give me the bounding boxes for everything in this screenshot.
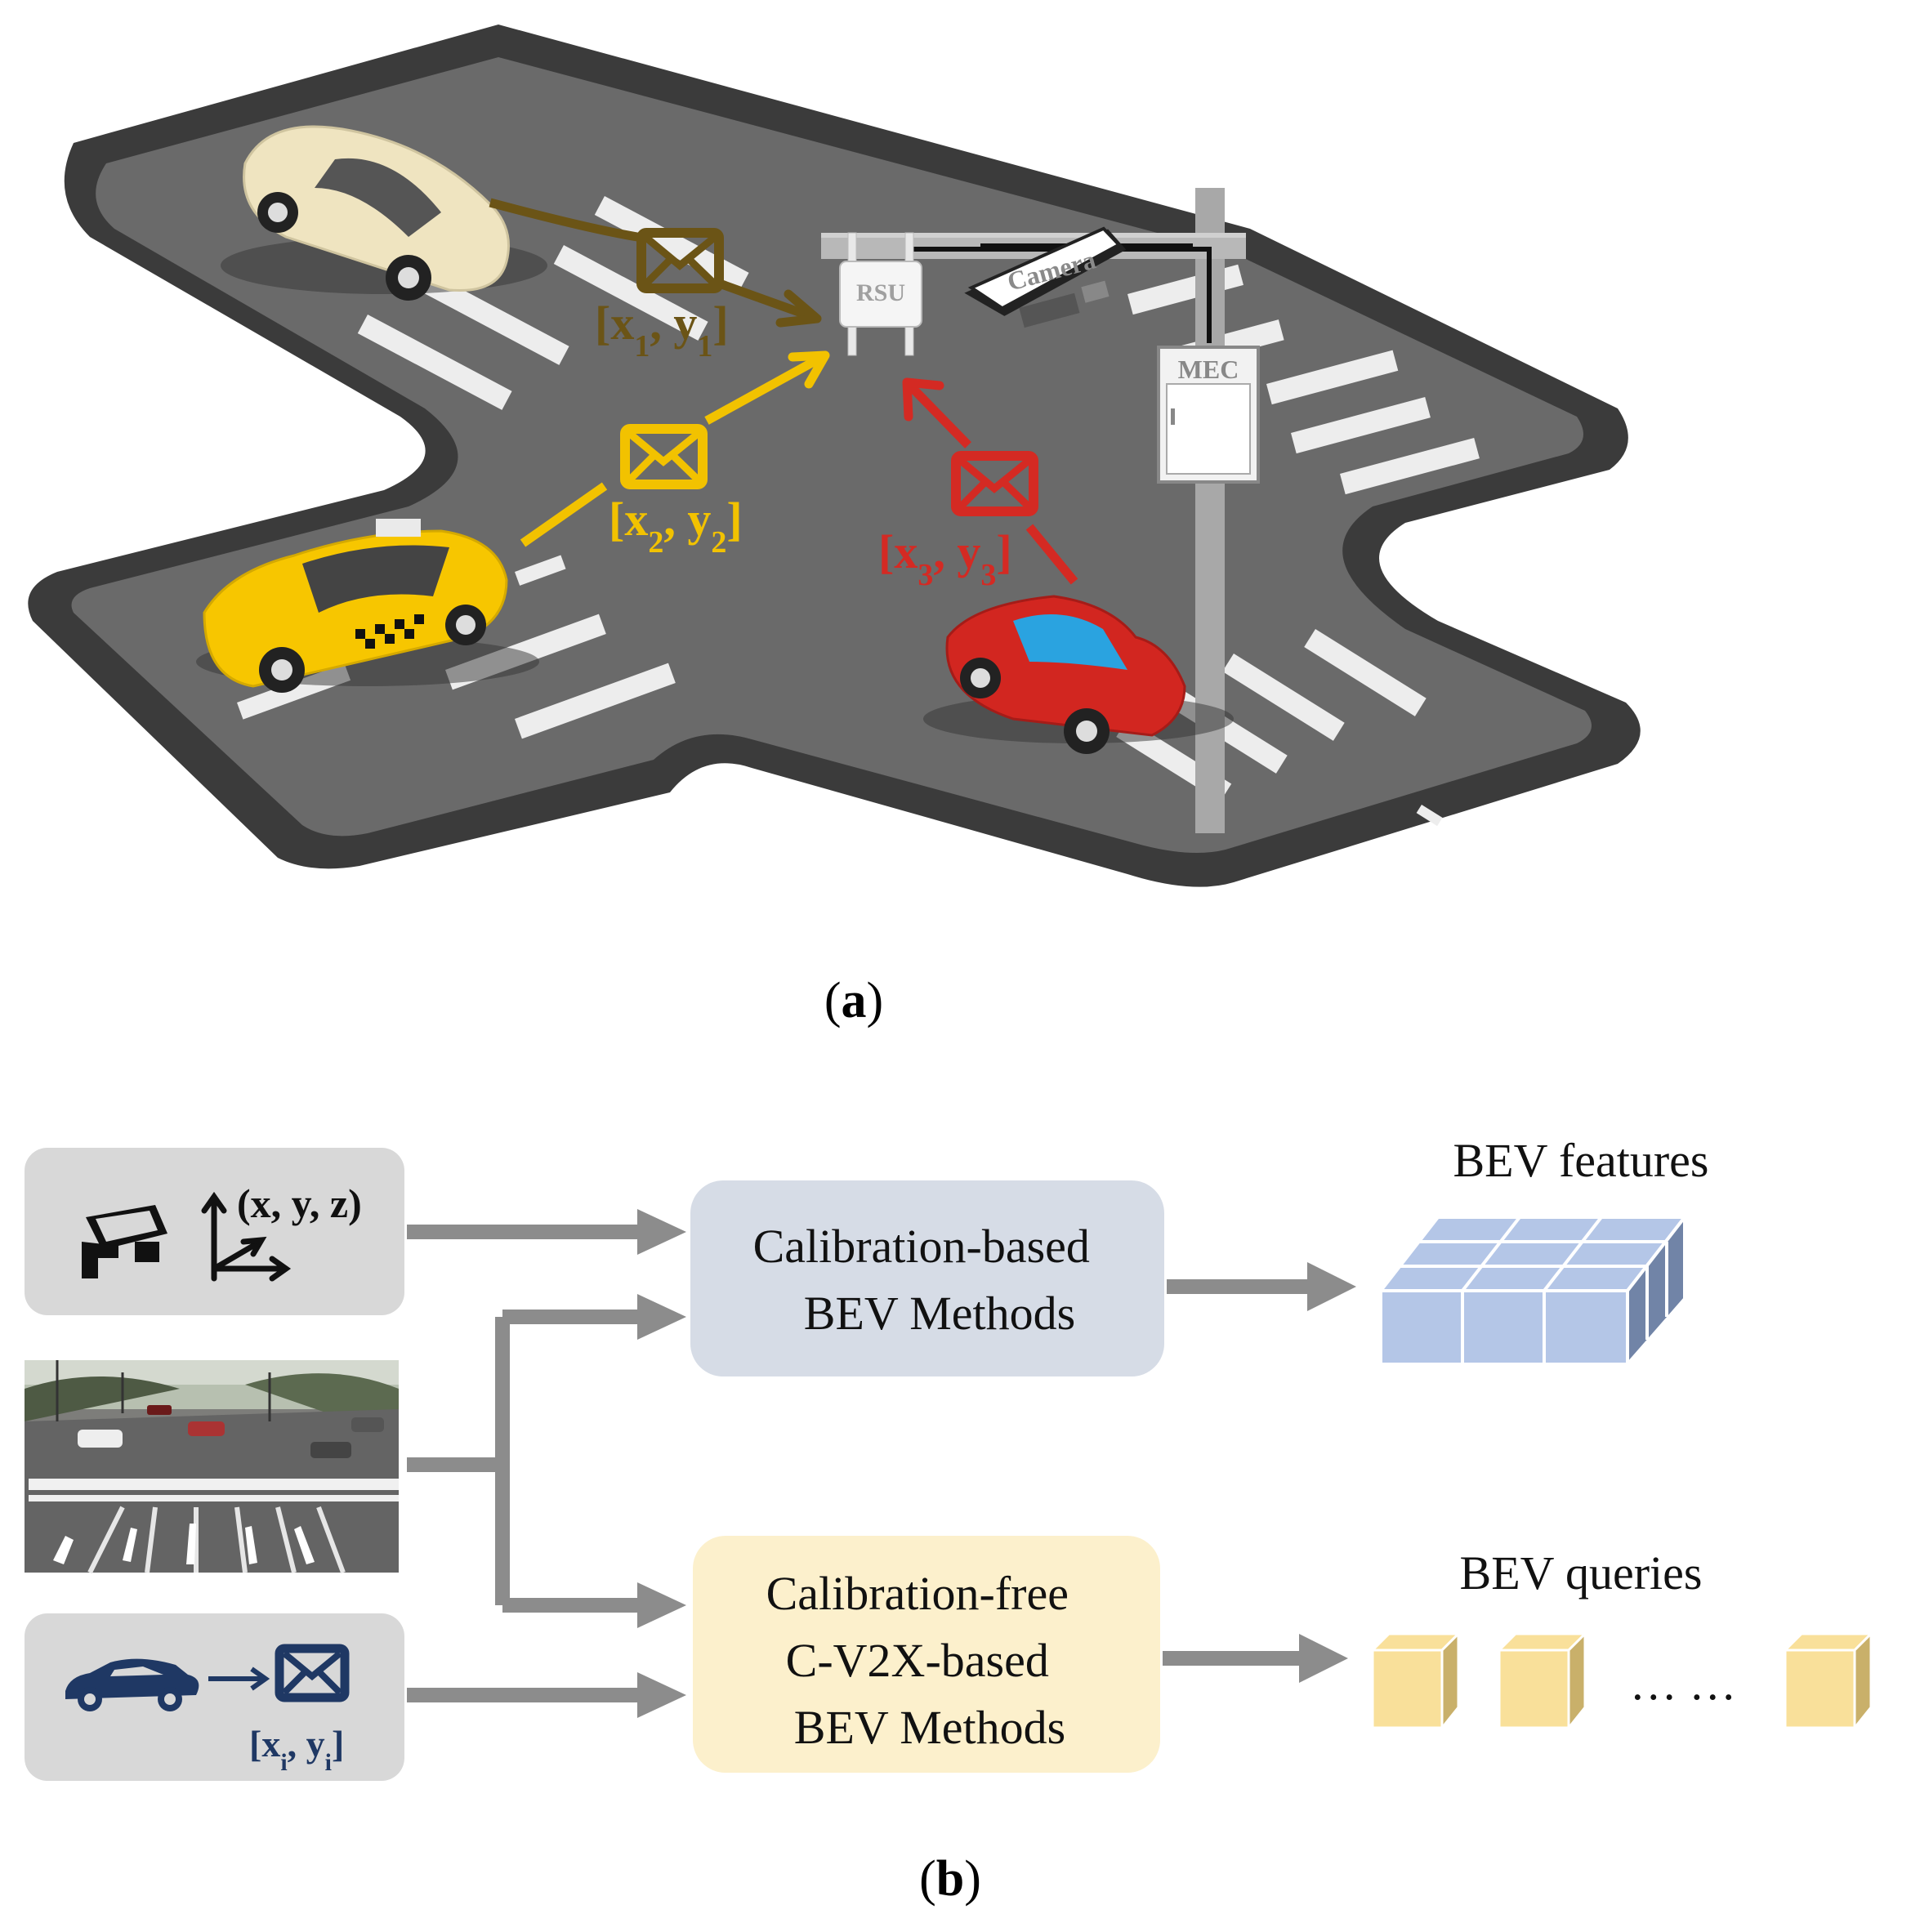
coord-xyz-label: (x, y, z) — [237, 1180, 362, 1226]
message-path-1 — [489, 198, 822, 328]
mec-cabinet: MEC — [1157, 346, 1260, 484]
panel-b-flow: (x, y, z) — [25, 1134, 1874, 1781]
rsu-device: RSU — [839, 232, 922, 356]
cctv-icon — [82, 1205, 167, 1278]
message-path-2 — [520, 350, 830, 547]
mec-label: MEC — [1178, 355, 1239, 384]
input-box-vehicle — [25, 1613, 404, 1781]
bev-queries-label: BEV queries — [1460, 1546, 1703, 1600]
method2-text: Calibration-free C-V2X-based BEV Methods — [766, 1567, 1081, 1754]
envelope-icon — [275, 1644, 350, 1702]
arrow-heads — [637, 1209, 1356, 1718]
arrow-right-icon — [208, 1667, 270, 1691]
car-icon — [65, 1658, 199, 1711]
bev-feature-grid — [1377, 1212, 1689, 1369]
query-cube — [1496, 1631, 1588, 1732]
rsu-label: RSU — [856, 279, 905, 306]
crosswalk-top-left — [357, 196, 749, 410]
panel-a-intersection: RSU Camera MEC — [28, 25, 1641, 887]
method1-text: Calibration-based BEV Methods — [753, 1220, 1102, 1340]
message-path-3 — [902, 377, 1078, 585]
method-box-calibration-free — [693, 1536, 1160, 1773]
axes-icon — [201, 1191, 292, 1282]
envelope-icon — [620, 424, 708, 489]
caption-b: (b) — [919, 1851, 981, 1907]
ellipsis: … … — [1630, 1657, 1737, 1710]
envelope-icon — [636, 228, 724, 293]
caption-a: (a) — [824, 973, 883, 1028]
traffic-photo — [25, 1360, 399, 1574]
query-cube — [1369, 1631, 1462, 1732]
car-beige — [221, 125, 547, 301]
bev-features-label: BEV features — [1453, 1134, 1709, 1187]
car-taxi — [196, 519, 539, 693]
car-red — [923, 595, 1234, 754]
connector-arrows — [407, 1225, 1324, 1702]
query-cube — [1782, 1631, 1874, 1732]
method-box-calibration-based — [690, 1180, 1164, 1376]
envelope-icon — [951, 451, 1038, 516]
